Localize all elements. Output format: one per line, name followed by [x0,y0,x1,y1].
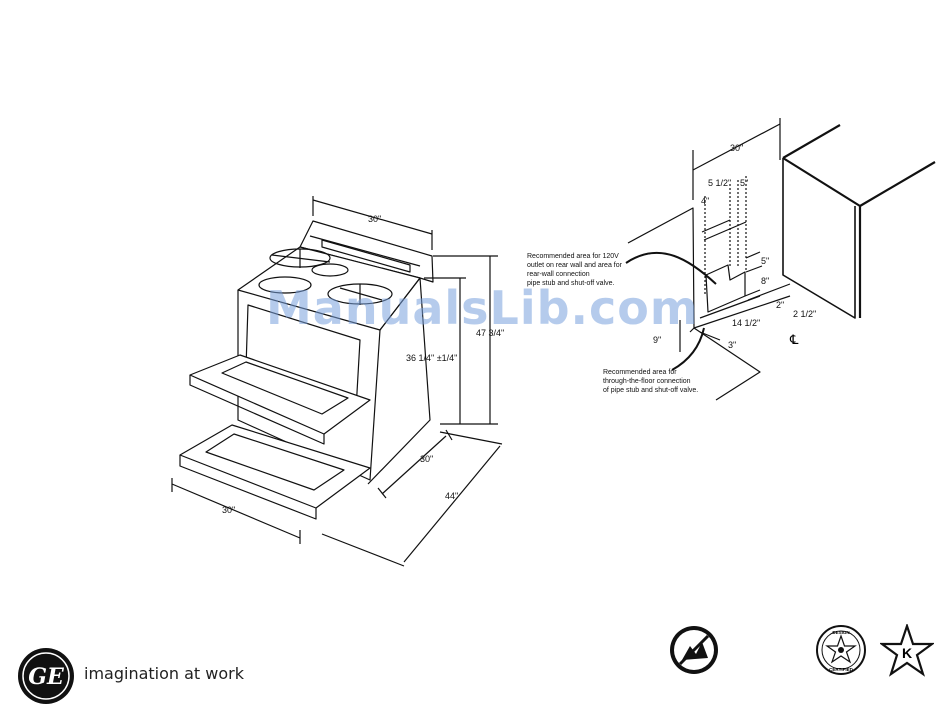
dim-3: 3" [728,340,736,350]
dim-2: 2" [776,300,784,310]
note-wall-line-3: rear-wall connection [527,271,590,278]
dim-width: 30" [730,143,743,153]
dim-9: 9" [653,335,661,345]
dim-width-top: 30" [368,214,381,224]
badge-k: K [902,645,912,661]
dim-width-front: 30" [222,505,235,515]
dim-5-top: 5" [740,178,748,188]
dim-depth: 30" [420,454,433,464]
note-floor-line-1: Recommended area for [603,369,677,376]
tagline: imagination at work [84,664,244,683]
ge-logo: GE [18,648,74,704]
note-floor-line-3: of pipe stub and shut-off valve. [603,387,698,394]
no-tools-icon [670,626,718,674]
dim-5-half: 5 1/2" [708,178,731,188]
badge-design-bottom: CERTIFIED [829,667,854,672]
dim-height-total: 47 3/4" [476,328,504,338]
dim-14-half: 14 1/2" [732,318,760,328]
centerline-symbol: ℄ [789,332,799,347]
note-wall-line-1: Recommended area for 120V [527,253,619,260]
dim-4: 4" [701,196,709,206]
note-wall-line-4: pipe stub and shut-off valve. [527,280,614,287]
note-wall-line-2: outlet on rear wall and area for [527,262,623,269]
dim-8: 8" [761,276,769,286]
note-floor-line-2: through-the-floor connection [603,378,691,385]
ge-logo-text: GE [28,664,65,690]
badge-design-top: DESIGN [832,630,849,635]
kosher-star-badge: K [880,624,934,677]
dim-5-side: 5" [761,256,769,266]
dim-height-cooktop: 36 1/4" ±1/4" [406,353,457,363]
dim-depth-open: 44" [445,491,458,501]
design-certified-badge: DESIGN CERTIFIED [816,625,866,675]
dim-2-half: 2 1/2" [793,309,816,319]
